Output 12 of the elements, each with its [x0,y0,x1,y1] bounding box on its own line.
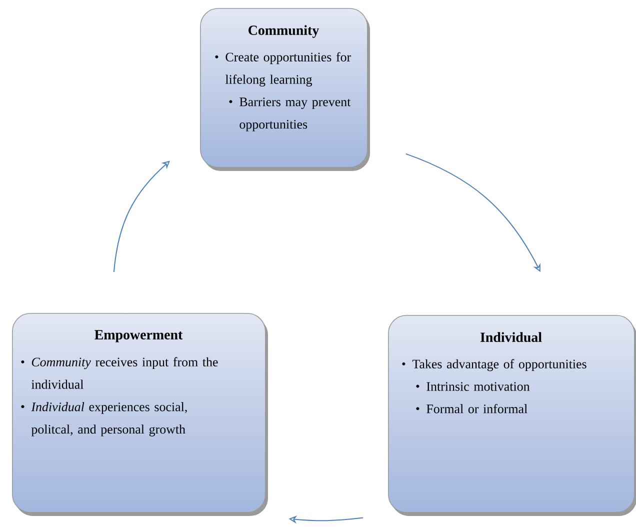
process-box [12,313,266,513]
node-label: Formal or informal [426,404,528,414]
node-label: Barriers may prevent opportunities [240,98,351,132]
node-label: Individual experiences social, politcal, and personal growth [31,402,187,436]
node-label: Intrinsic motivation [426,382,530,391]
process-box [388,315,635,513]
process-box [200,8,368,168]
heading: Individual [480,332,542,342]
heading: Empowerment [94,330,183,342]
node-label: Create opportunities for lifelong learning [225,52,351,87]
node-label: Takes advantage of opportunities [412,359,586,372]
heading: Community [248,25,320,38]
